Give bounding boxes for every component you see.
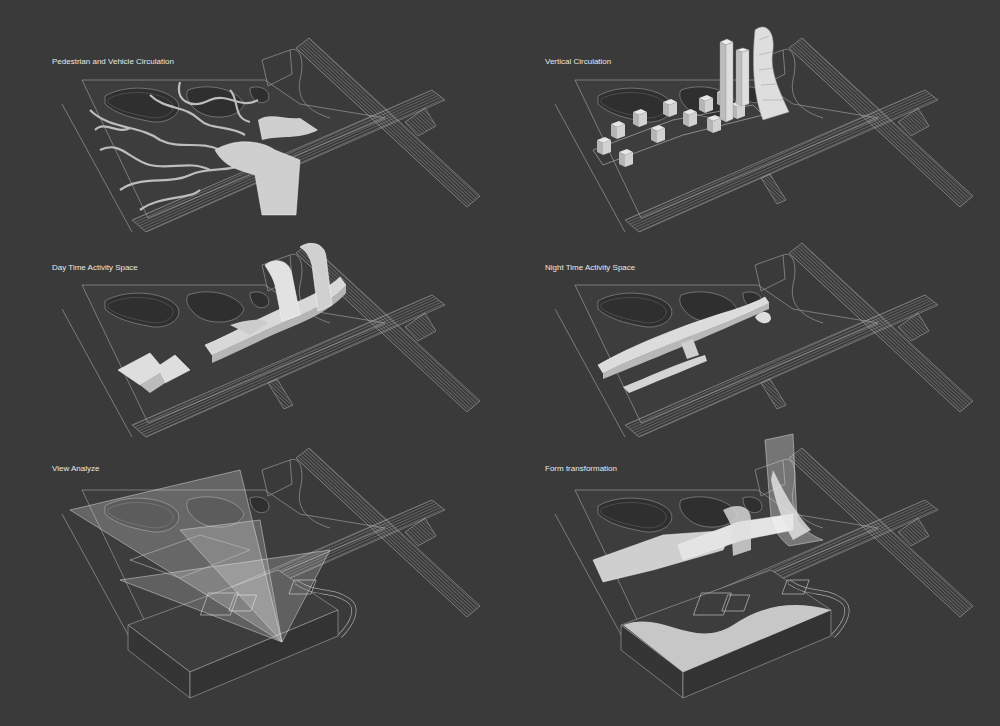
panel-title: Form transformation [545, 464, 617, 473]
nighttime-panel [555, 243, 973, 437]
daytime-panel [62, 243, 480, 437]
form-panel [555, 434, 973, 698]
panel-title: Vertical Circulation [545, 57, 611, 66]
panel-title: Day Time Activity Space [52, 263, 138, 272]
panel-title: View Analyze [52, 464, 99, 473]
circulation-panel [62, 38, 480, 232]
panel-title: Pedestrian and Vehicle Circulation [52, 57, 174, 66]
vertical-circulation-panel [555, 27, 973, 232]
view-analysis-panel [62, 448, 480, 698]
panel-title: Night Time Activity Space [545, 263, 635, 272]
